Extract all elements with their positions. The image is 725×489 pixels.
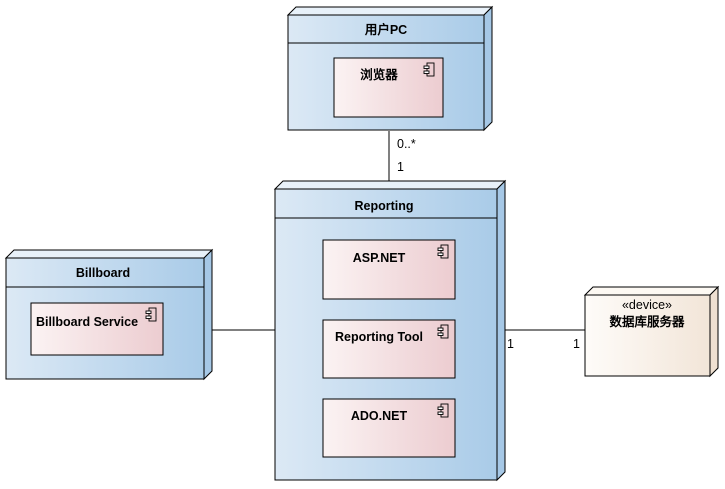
component-label-ado-net: ADO.NET (351, 409, 408, 423)
node-title-db-server: 数据库服务器 (608, 314, 685, 329)
component-label-billboard-service: Billboard Service (36, 315, 138, 329)
device-stereotype: «device» (622, 298, 672, 312)
node-reporting[interactable]: Reporting ASP.NET Reporting Tool ADO.NET (273, 179, 507, 482)
node-user-pc[interactable]: 用户PC 浏览器 (286, 5, 494, 132)
component-billboard-service[interactable]: Billboard Service (30, 302, 164, 356)
multiplicity-userpc-end: 0..* (397, 137, 416, 151)
node-title-reporting: Reporting (354, 199, 413, 213)
node-title-billboard: Billboard (76, 266, 130, 280)
multiplicity-reporting-right-end: 1 (507, 337, 514, 351)
component-browser[interactable]: 浏览器 (333, 57, 444, 118)
node-db-server[interactable]: «device» 数据库服务器 (583, 285, 720, 378)
multiplicity-reporting-top-end: 1 (397, 160, 404, 174)
component-icon (437, 403, 449, 418)
multiplicity-labels: 0..* 1 1 1 (397, 137, 580, 351)
component-icon (145, 307, 157, 322)
component-reporting-tool[interactable]: Reporting Tool (322, 319, 456, 379)
component-icon (437, 244, 449, 259)
node-billboard[interactable]: Billboard Billboard Service (4, 248, 214, 381)
component-icon (423, 62, 435, 77)
component-label-reporting-tool: Reporting Tool (335, 330, 423, 344)
component-icon (437, 324, 449, 339)
component-asp-net[interactable]: ASP.NET (322, 239, 456, 300)
node-title-user-pc: 用户PC (364, 22, 407, 37)
component-label-asp-net: ASP.NET (353, 251, 406, 265)
multiplicity-dbserver-end: 1 (573, 337, 580, 351)
component-ado-net[interactable]: ADO.NET (322, 398, 456, 458)
component-label-browser: 浏览器 (360, 67, 398, 82)
